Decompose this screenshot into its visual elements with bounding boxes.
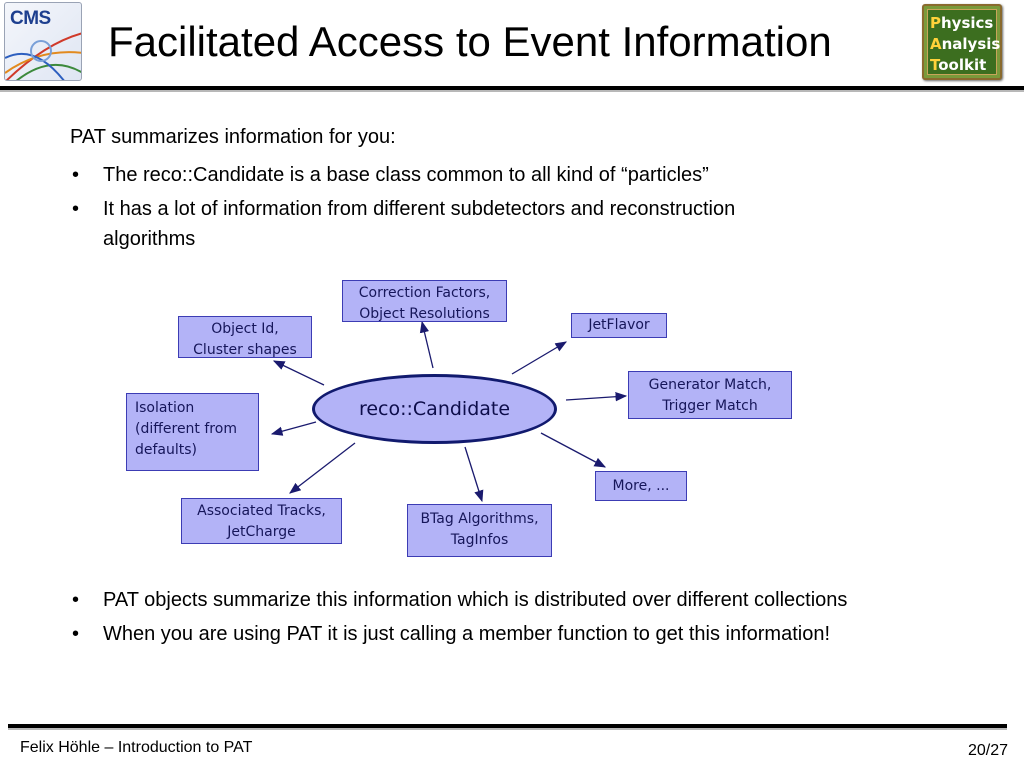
cms-logo-tracks-icon: [5, 32, 81, 80]
node-correction-factors: Correction Factors, Object Resolutions: [342, 280, 507, 322]
arrow-to-more: [540, 432, 607, 468]
bullet-item: • It has a lot of information from differ…: [70, 194, 793, 254]
pat-logo-line-2: Analysis: [930, 35, 1001, 53]
node-generator-match: Generator Match, Trigger Match: [628, 371, 792, 419]
page-number: 20/27: [967, 742, 1008, 759]
footer-rule: [8, 724, 1007, 728]
footer-rule-shadow: [8, 728, 1007, 730]
bullet-dot: •: [72, 589, 80, 611]
node-object-id: Object Id, Cluster shapes: [178, 316, 312, 358]
arrow-to-correction: [419, 320, 434, 369]
node-reco-candidate: reco::Candidate: [312, 374, 557, 444]
bullet-text: PAT objects summarize this information w…: [103, 589, 848, 611]
bullet-dot: •: [72, 198, 80, 220]
cms-logo: CMS: [4, 2, 82, 81]
arrow-to-jetflavor: [511, 341, 568, 375]
footer-author: Felix Höhle – Introduction to PAT: [20, 739, 253, 756]
bullet-item: • The reco::Candidate is a base class com…: [70, 160, 930, 190]
pat-logo: Physics Analysis Toolkit: [922, 4, 1002, 80]
bullet-list-bottom: • PAT objects summarize this information …: [70, 585, 930, 653]
header-rule-shadow: [0, 90, 1024, 92]
bullet-text: When you are using PAT it is just callin…: [103, 623, 831, 645]
slide-title: Facilitated Access to Event Information: [108, 18, 832, 65]
header-rule: [0, 86, 1024, 90]
intro-text: PAT summarizes information for you:: [70, 126, 396, 148]
node-more: More, ...: [595, 471, 687, 501]
arrow-to-isolation: [270, 421, 317, 436]
arrow-to-btag: [464, 446, 484, 503]
arrow-to-tracks: [289, 442, 356, 494]
bullet-text: It has a lot of information from differe…: [103, 198, 736, 250]
pat-logo-line-1: Physics: [930, 14, 994, 32]
cms-logo-text: CMS: [10, 8, 51, 29]
bullet-text: The reco::Candidate is a base class comm…: [103, 164, 709, 186]
bullet-item: • When you are using PAT it is just calli…: [70, 619, 933, 649]
node-isolation: Isolation (different from defaults): [126, 393, 259, 471]
node-jetflavor: JetFlavor: [571, 313, 667, 338]
node-btag-algorithms: BTag Algorithms, TagInfos: [407, 504, 552, 557]
bullet-item: • PAT objects summarize this information …: [70, 585, 863, 615]
arrow-to-generator: [565, 392, 628, 402]
arrow-to-objectid: [272, 360, 325, 386]
bullet-dot: •: [72, 623, 80, 645]
node-associated-tracks: Associated Tracks, JetCharge: [181, 498, 342, 544]
bullet-dot: •: [72, 164, 80, 186]
pat-logo-line-3: Toolkit: [930, 56, 987, 74]
bullet-list-top: • The reco::Candidate is a base class com…: [70, 160, 930, 258]
